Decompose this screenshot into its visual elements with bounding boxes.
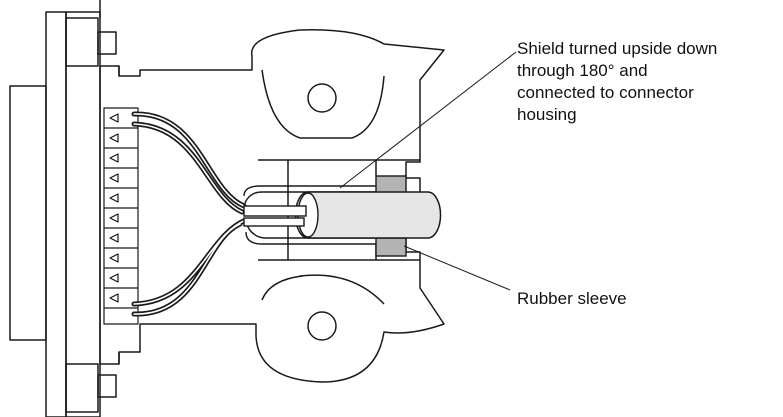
cable-jacket xyxy=(294,191,442,239)
rubber-sleeve-annotation: Rubber sleeve xyxy=(517,289,627,308)
shield-annotation-line: through 180° and xyxy=(517,61,648,80)
inner-conductors xyxy=(243,205,307,227)
conductor-wires xyxy=(131,111,249,317)
shield-annotation-line: housing xyxy=(517,105,577,124)
panel-flange xyxy=(9,0,120,417)
leader-lines xyxy=(339,51,517,291)
rubber-sleeve xyxy=(375,175,407,257)
bottom-mounting-hole xyxy=(307,311,337,341)
connector-housing xyxy=(99,29,445,383)
shield-annotation-line: Shield turned upside down xyxy=(517,39,718,58)
shield-braid xyxy=(243,185,380,245)
shield-annotation-line: connected to connector xyxy=(517,83,694,102)
shield-annotation: Shield turned upside down through 180° a… xyxy=(517,38,783,126)
top-mounting-hole xyxy=(307,83,337,113)
contact-pins xyxy=(103,107,139,325)
